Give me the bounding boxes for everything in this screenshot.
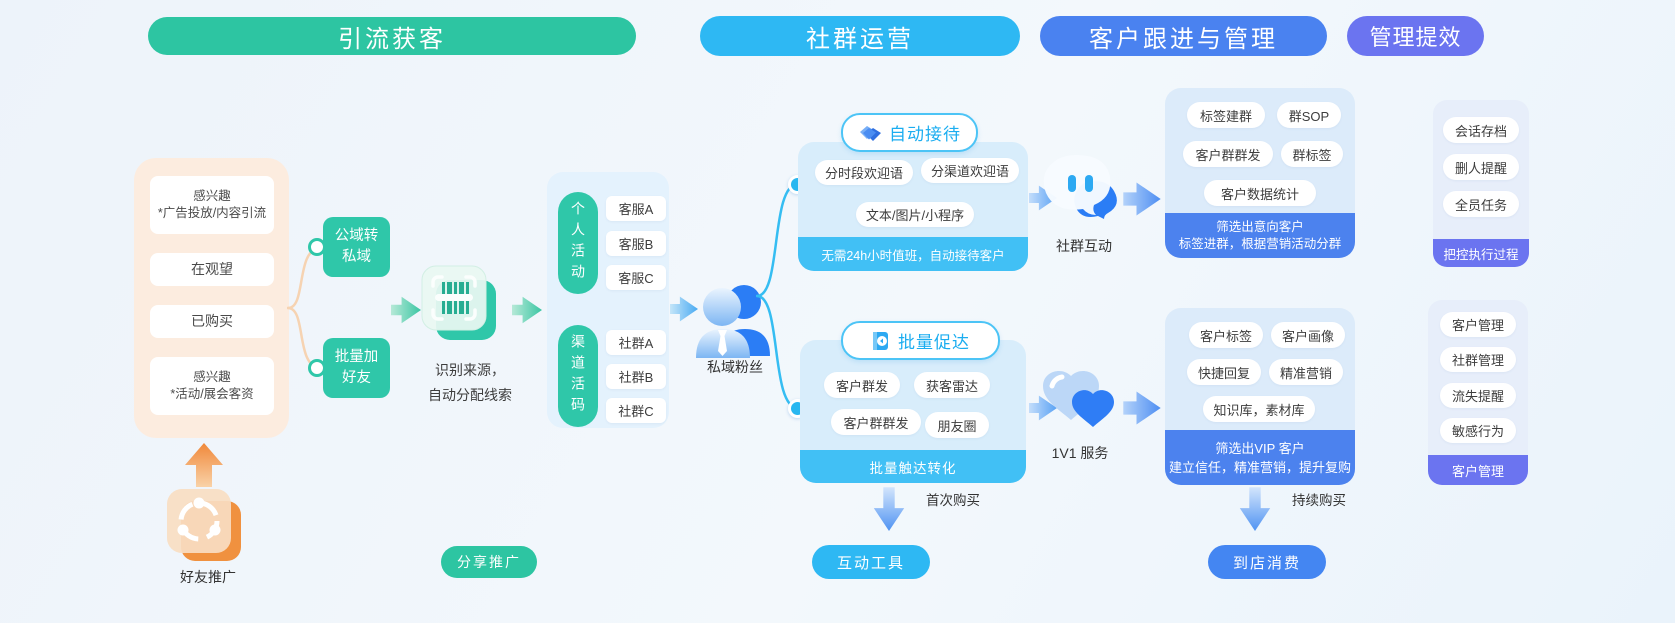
flow-arrow-icon bbox=[1029, 395, 1057, 421]
chip-group-sop: 群SOP bbox=[1277, 102, 1341, 128]
chip-group-broadcast: 客户群群发 bbox=[1183, 141, 1273, 167]
auto-reception-footer: 无需24h小时值班，自动接待客户 bbox=[798, 237, 1028, 271]
lead-bracket-connector bbox=[287, 246, 323, 370]
chip-customer-tag: 客户标签 bbox=[1189, 322, 1263, 348]
private-fans-icon bbox=[696, 285, 770, 358]
flow-arrow-icon bbox=[1029, 185, 1057, 211]
chip-channel-greeting: 分渠道欢迎语 bbox=[921, 158, 1019, 183]
share-promo-pill: 分享推广 bbox=[441, 546, 537, 578]
chip-agent-c: 客服C bbox=[606, 265, 666, 290]
chip-text-image-miniapp: 文本/图片/小程序 bbox=[856, 202, 974, 227]
chip-group-b: 社群B bbox=[606, 364, 666, 389]
flow-arrow-icon bbox=[1123, 391, 1161, 425]
group-interaction-label: 社群互动 bbox=[1056, 238, 1112, 254]
fans-bracket-connector bbox=[756, 182, 800, 410]
header-community: 社群运营 bbox=[700, 16, 1020, 56]
down-arrow-icon bbox=[1239, 487, 1271, 531]
batch-reach-footer: 批量触达转化 bbox=[800, 450, 1026, 483]
header-efficiency: 管理提效 bbox=[1347, 16, 1484, 56]
chip-removal-alert: 删人提醒 bbox=[1443, 154, 1519, 180]
chat-bubbles-icon bbox=[1043, 155, 1117, 219]
group-tools-footer: 筛选出意向客户 标签进群，根据营销活动分群 bbox=[1165, 213, 1355, 258]
hearts-icon bbox=[1043, 371, 1114, 427]
pill-channel-code: 渠道活码 bbox=[558, 325, 598, 427]
private-fans-label: 私域粉丝 bbox=[707, 359, 763, 375]
chip-tag-group-building: 标签建群 bbox=[1187, 102, 1265, 128]
chip-group-tag: 群标签 bbox=[1281, 141, 1343, 167]
chip-customer-data-stats: 客户数据统计 bbox=[1204, 180, 1316, 206]
chip-agent-b: 客服B bbox=[606, 231, 666, 256]
chip-moments: 朋友圈 bbox=[925, 412, 989, 438]
first-purchase-label: 首次购买 bbox=[926, 493, 980, 508]
lead-item-watching: 在观望 bbox=[150, 253, 274, 286]
chip-customer-broadcast: 客户群发 bbox=[824, 372, 900, 398]
header-acquisition: 引流获客 bbox=[148, 17, 636, 55]
execution-footer: 把控执行过程 bbox=[1433, 239, 1529, 267]
pill-public-to-private: 公域转 私域 bbox=[323, 217, 390, 277]
customer-management-footer: 客户管理 bbox=[1428, 455, 1528, 485]
friend-promo-share-icon bbox=[167, 489, 241, 561]
interactive-tools-pill: 互动工具 bbox=[812, 545, 930, 579]
chip-customer-management: 客户管理 bbox=[1440, 312, 1516, 337]
scan-caption: 识别来源， 自动分配线索 bbox=[428, 362, 512, 403]
chip-churn-alert: 流失提醒 bbox=[1440, 383, 1516, 408]
chip-agent-a: 客服A bbox=[606, 196, 666, 221]
friend-promo-label: 好友推广 bbox=[180, 569, 236, 585]
chip-lead-radar: 获客雷达 bbox=[914, 372, 990, 398]
auto-reception-title-pill: 自动接待 bbox=[841, 113, 978, 152]
flow-arrow-icon bbox=[512, 296, 542, 324]
chip-customer-profile: 客户画像 bbox=[1271, 322, 1345, 348]
chip-all-staff-tasks: 全员任务 bbox=[1443, 191, 1519, 217]
barcode-scan-icon bbox=[421, 265, 496, 340]
down-arrow-icon bbox=[873, 487, 905, 531]
book-arrow-icon bbox=[873, 331, 888, 350]
chip-sensitive-behavior: 敏感行为 bbox=[1440, 418, 1516, 443]
handshake-icon bbox=[860, 125, 881, 141]
chip-customer-group-broadcast: 客户群群发 bbox=[831, 409, 921, 435]
chip-group-a: 社群A bbox=[606, 330, 666, 355]
chip-session-archive: 会话存档 bbox=[1443, 117, 1519, 143]
lead-item-interested-events: 感兴趣 *活动/展会客资 bbox=[150, 357, 274, 415]
flow-arrow-icon bbox=[391, 296, 421, 324]
chip-timed-greeting: 分时段欢迎语 bbox=[815, 160, 913, 185]
chip-community-management: 社群管理 bbox=[1440, 347, 1516, 372]
chip-precision-marketing: 精准营销 bbox=[1269, 359, 1343, 385]
up-arrow-icon bbox=[185, 443, 223, 487]
flow-arrow-icon bbox=[670, 296, 698, 322]
lead-item-interested-ads: 感兴趣 *广告投放/内容引流 bbox=[150, 176, 274, 234]
batch-reach-title-pill: 批量促达 bbox=[841, 321, 1000, 360]
chip-group-c: 社群C bbox=[606, 398, 666, 423]
chip-quick-reply: 快捷回复 bbox=[1187, 359, 1261, 385]
lead-item-purchased: 已购买 bbox=[150, 305, 274, 338]
header-management: 客户跟进与管理 bbox=[1040, 16, 1327, 56]
store-consumption-pill: 到店消费 bbox=[1208, 545, 1326, 579]
one-on-one-service-label: 1V1 服务 bbox=[1051, 445, 1109, 461]
chip-knowledge-material-base: 知识库，素材库 bbox=[1203, 396, 1315, 422]
flow-arrow-icon bbox=[1123, 182, 1161, 216]
repeat-purchase-label: 持续购买 bbox=[1292, 493, 1346, 508]
customer-tools-footer: 筛选出VIP 客户 建立信任，精准营销，提升复购 bbox=[1165, 430, 1355, 485]
pill-personal-activity: 个人活动 bbox=[558, 192, 598, 294]
pill-batch-add-friends: 批量加 好友 bbox=[323, 338, 390, 398]
